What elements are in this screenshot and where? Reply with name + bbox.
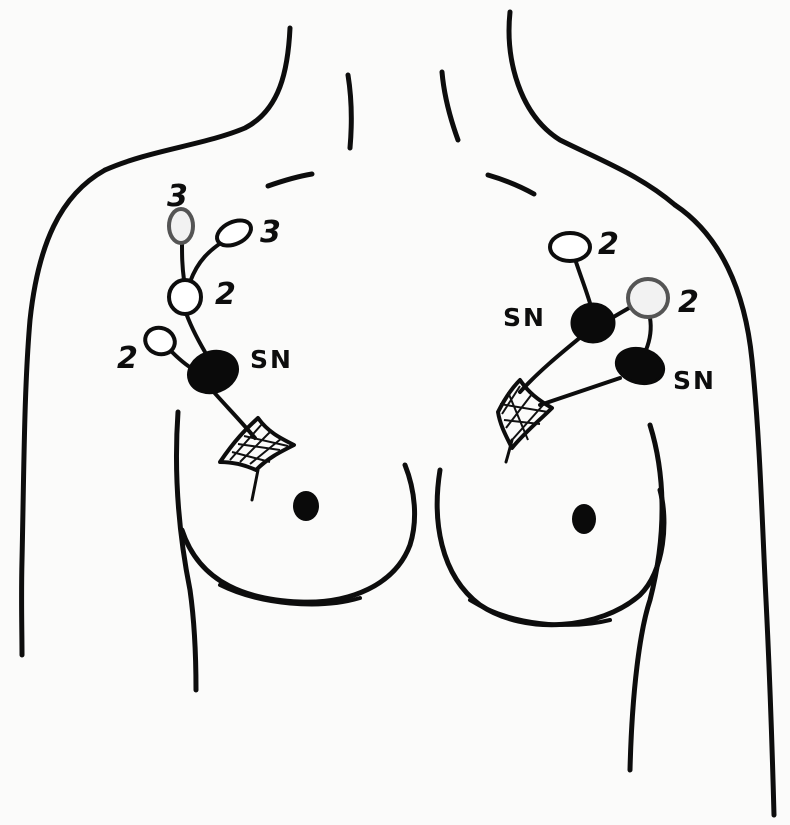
right-label-top: 2 [598,227,619,262]
left-vessel-below-tumor [252,470,258,500]
left-vessel-sn-mid [185,310,205,352]
right-node-side [628,279,668,317]
right-sentinel-node-lower [612,343,667,388]
shoulder-left-line [22,170,105,655]
left-label-mid: 2 [215,277,236,312]
left-node-top-a [169,209,193,243]
left-sentinel-node [183,345,244,400]
left-node-top-b [213,215,255,250]
left-label-top-b: 3 [260,215,281,250]
left-vessel-mid-top [182,242,184,280]
neck-right-line [509,12,675,205]
right-sentinel-node-upper [572,304,614,342]
breast-right [437,470,664,625]
left-vessel-mid-topb [190,240,225,282]
right-label-sentinel-upper: SN [503,303,546,332]
right-vessel-sn-link [646,318,651,350]
left-label-side: 2 [117,341,138,376]
left-node-mid [169,280,201,314]
right-vessel-lower [540,378,620,405]
left-vessel-lower [212,390,255,438]
breast-left-underline [220,585,360,604]
left-label-top-a: 3 [167,179,188,214]
right-label-side: 2 [678,285,699,320]
right-node-top [550,233,590,261]
neck-inner-left [348,75,351,148]
breast-left-contour [182,465,415,602]
right-vessel-upper [520,336,582,392]
clavicle-right [488,175,534,194]
lymphatic-chain-left: 3 3 2 2 SN [117,179,294,500]
nipple-left-icon [293,491,319,521]
nipple-right-icon [572,504,596,534]
breast-left [182,465,415,604]
lymphatic-chain-right: 2 2 SN SN [498,227,716,462]
right-injection-site-icon [498,380,552,448]
right-label-sentinel-lower: SN [673,366,716,395]
left-label-sentinel: SN [250,345,293,374]
left-injection-site-icon [220,418,294,470]
neck-inner-right [442,72,458,140]
clavicle-left [268,174,312,186]
body-outline [22,12,774,815]
neck-left-line [105,28,290,170]
